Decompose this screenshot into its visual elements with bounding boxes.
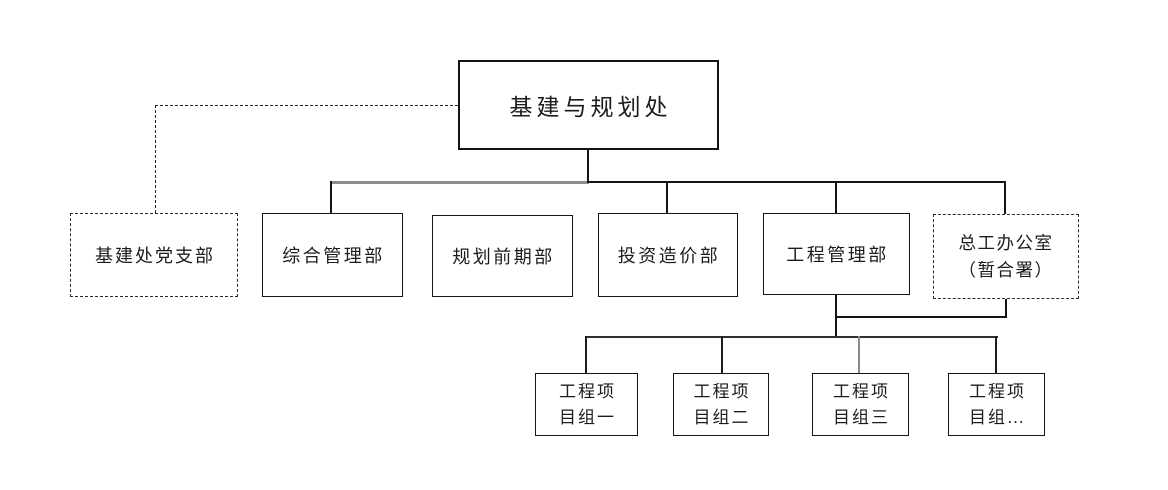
connector-drop-engineering-management <box>835 181 837 214</box>
org-box-project-group-4-line1: 工程项 <box>969 381 1026 401</box>
org-box-project-group-4: 工程项 目组… <box>948 373 1045 436</box>
org-box-project-group-2: 工程项 目组二 <box>673 373 769 436</box>
connector-rail1-left <box>331 181 589 184</box>
connector-drop-chief-engineer-office <box>1004 181 1006 215</box>
connector-rail2 <box>585 336 998 338</box>
org-box-chief-engineer-office-sublabel: （暂合署） <box>958 259 1054 280</box>
org-box-engineering-management-label: 工程管理部 <box>786 245 889 265</box>
connector-rail1-right <box>587 181 1006 183</box>
org-box-general-management-label: 综合管理部 <box>282 246 385 266</box>
connector-drop-project-group-1 <box>585 336 587 373</box>
org-box-chief-engineer-office: 总工办公室 （暂合署） <box>933 214 1079 299</box>
org-box-project-group-2-line1: 工程项 <box>693 381 751 401</box>
org-box-planning-preliminary: 规划前期部 <box>432 215 573 297</box>
connector-dashed-horizontal <box>155 105 458 106</box>
org-box-project-group-3: 工程项 目组三 <box>812 373 909 436</box>
org-box-general-management: 综合管理部 <box>262 213 403 297</box>
connector-drop-project-group-4 <box>995 336 997 373</box>
org-box-investment-cost: 投资造价部 <box>598 213 738 297</box>
org-box-investment-cost-label: 投资造价部 <box>617 246 721 266</box>
connector-drop-general-management <box>330 181 332 214</box>
connector-root-stub <box>587 150 589 182</box>
org-box-project-group-3-line1: 工程项 <box>833 381 890 401</box>
org-box-party-branch: 基建处党支部 <box>70 213 238 297</box>
connector-drop-investment-cost <box>666 181 668 214</box>
org-box-project-group-1-line1: 工程项 <box>559 381 616 401</box>
org-box-project-group-2-line2: 目组二 <box>693 407 751 427</box>
org-box-project-group-1: 工程项 目组一 <box>535 373 638 436</box>
connector-dashed-vertical <box>155 105 156 213</box>
connector-drop-project-group-2 <box>721 336 723 373</box>
org-box-project-group-1-line2: 目组一 <box>559 407 616 427</box>
org-box-root: 基建与规划处 <box>458 60 719 150</box>
org-box-engineering-management: 工程管理部 <box>763 213 910 295</box>
org-box-chief-engineer-office-label: 总工办公室 <box>958 232 1054 253</box>
connector-drop-project-group-3 <box>858 336 860 373</box>
org-box-project-group-3-line2: 目组三 <box>833 407 890 427</box>
org-box-project-group-4-line2: 目组… <box>969 407 1026 427</box>
connector-join-horizontal <box>835 316 1007 318</box>
org-box-planning-preliminary-label: 规划前期部 <box>452 247 555 267</box>
org-box-party-branch-label: 基建处党支部 <box>95 246 215 266</box>
org-box-root-label: 基建与规划处 <box>509 95 672 120</box>
connector-chief-engineer-office-down <box>1005 298 1007 317</box>
